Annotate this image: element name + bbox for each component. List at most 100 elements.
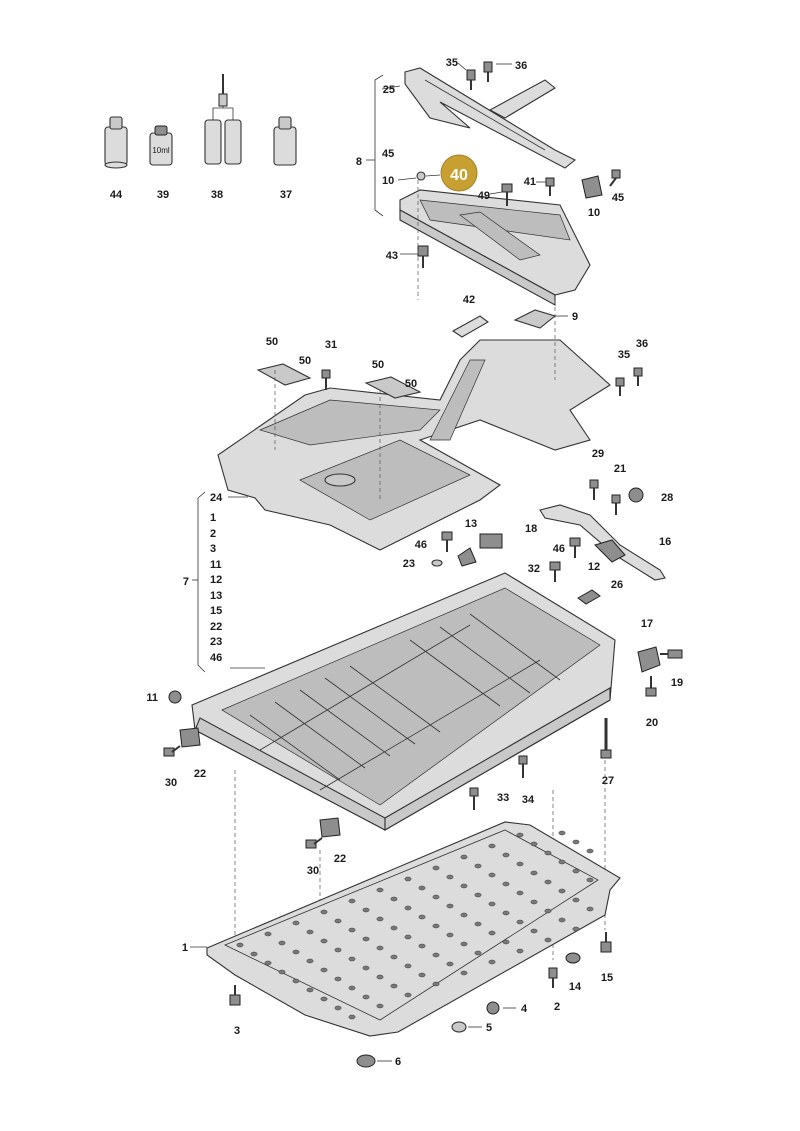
- part-18-block: [479, 533, 503, 549]
- plate-hole: [404, 963, 412, 969]
- plate-hole: [390, 925, 398, 931]
- plate-hole: [404, 905, 412, 911]
- plate-hole: [530, 899, 538, 905]
- label-15: 15: [601, 972, 613, 984]
- group-item-1: 1: [210, 512, 216, 524]
- plate-hole: [502, 910, 510, 916]
- plate-hole: [432, 865, 440, 871]
- plate-hole: [544, 937, 552, 943]
- plate-hole: [292, 920, 300, 926]
- plate-hole: [488, 843, 496, 849]
- plate-hole: [488, 959, 496, 965]
- label-12: 12: [588, 561, 600, 573]
- part-24-upper-cover: [217, 339, 611, 551]
- plate-hole: [572, 926, 580, 932]
- part-13-clip: [457, 547, 477, 567]
- plate-hole: [446, 961, 454, 967]
- label-33: 33: [497, 792, 509, 804]
- label-30-left: 30: [165, 777, 177, 789]
- plate-hole: [404, 934, 412, 940]
- group-item-2: 2: [210, 528, 216, 540]
- plate-hole: [334, 918, 342, 924]
- part-12-clip: [577, 589, 601, 605]
- part-17-bracket: [637, 646, 661, 673]
- group-item-12: 12: [210, 574, 222, 586]
- plate-hole: [306, 929, 314, 935]
- plate-hole: [432, 952, 440, 958]
- label-50-c: 50: [372, 359, 384, 371]
- label-37: 37: [280, 189, 292, 201]
- label-11: 11: [146, 692, 158, 704]
- label-7: 7: [183, 576, 189, 588]
- part-9-cover: [513, 309, 557, 329]
- bolts-top: [416, 61, 621, 268]
- label-27: 27: [602, 775, 614, 787]
- plate-hole: [264, 960, 272, 966]
- part-37-cartridge: [273, 116, 297, 166]
- label-38: 38: [211, 189, 223, 201]
- plate-hole: [306, 958, 314, 964]
- plate-hole: [320, 938, 328, 944]
- label-28: 28: [661, 492, 673, 504]
- plate-hole: [376, 974, 384, 980]
- label-18: 18: [525, 523, 537, 535]
- group-item-13: 13: [210, 590, 222, 602]
- part-42-strip: [451, 315, 489, 338]
- plate-holes: [236, 830, 594, 1020]
- plate-hole: [446, 932, 454, 938]
- plate-hole: [362, 936, 370, 942]
- plate-hole: [418, 885, 426, 891]
- plate-hole: [544, 850, 552, 856]
- plate-hole: [502, 852, 510, 858]
- plate-hole: [474, 950, 482, 956]
- plate-hole: [376, 1003, 384, 1009]
- label-45-bolt: 45: [612, 192, 624, 204]
- bottle-volume-text: 10ml: [152, 146, 170, 155]
- plate-hole: [530, 928, 538, 934]
- plate-hole: [390, 896, 398, 902]
- plate-hole: [474, 892, 482, 898]
- plate-hole: [320, 996, 328, 1002]
- plate-hole: [390, 954, 398, 960]
- label-35-mid: 35: [618, 349, 630, 361]
- label-44: 44: [110, 189, 123, 201]
- label-20: 20: [646, 717, 658, 729]
- plate-hole: [334, 976, 342, 982]
- plate-hole: [376, 916, 384, 922]
- plate-hole: [460, 912, 468, 918]
- highlight-number: 40: [450, 167, 468, 184]
- plate-hole: [418, 914, 426, 920]
- label-30-bottom: 30: [307, 865, 319, 877]
- group-item-3: 3: [210, 543, 216, 555]
- group-item-11: 11: [210, 559, 222, 571]
- plate-hole: [572, 868, 580, 874]
- label-14: 14: [569, 981, 582, 993]
- housing-ribs: [249, 613, 561, 791]
- label-26: 26: [611, 579, 623, 591]
- plate-hole: [362, 907, 370, 913]
- plate-hole: [278, 940, 286, 946]
- label-21: 21: [614, 463, 626, 475]
- label-46-left: 46: [415, 539, 427, 551]
- plate-hole: [334, 947, 342, 953]
- plate-hole: [292, 978, 300, 984]
- label-39: 39: [157, 189, 169, 201]
- part-25-cover-plate: [404, 67, 577, 169]
- plate-hole: [558, 917, 566, 923]
- plate-hole: [306, 987, 314, 993]
- plate-hole: [544, 908, 552, 914]
- label-49: 49: [478, 190, 490, 202]
- plate-hole: [530, 870, 538, 876]
- plate-hole: [376, 887, 384, 893]
- plate-hole: [348, 1014, 356, 1020]
- label-3: 3: [234, 1025, 240, 1037]
- plate-hole: [460, 970, 468, 976]
- plate-hole: [278, 969, 286, 975]
- plate-hole: [334, 1005, 342, 1011]
- label-10-group: 10: [382, 175, 394, 187]
- plate-hole: [460, 941, 468, 947]
- label-35-top: 35: [446, 57, 458, 69]
- plate-hole: [474, 863, 482, 869]
- plate-hole: [516, 919, 524, 925]
- plate-hole: [418, 943, 426, 949]
